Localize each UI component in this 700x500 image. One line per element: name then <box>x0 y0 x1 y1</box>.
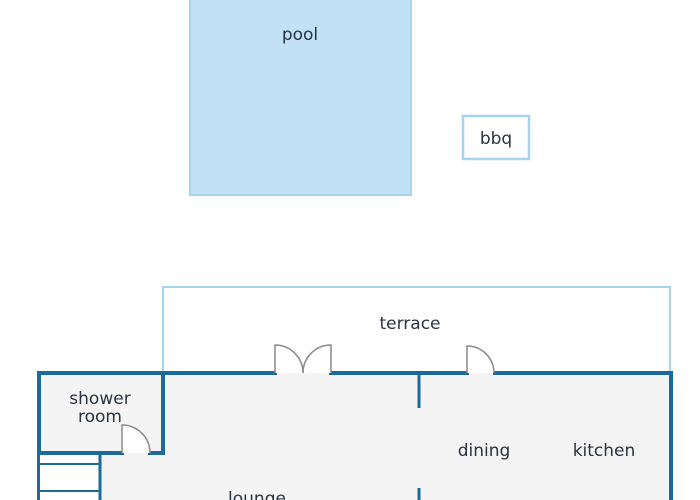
kitchen-terrace-door <box>466 345 495 374</box>
dining-label: dining <box>458 441 511 461</box>
terrace-label: terrace <box>379 314 440 334</box>
bbq-area <box>461 114 531 161</box>
lounge-label: lounge <box>228 489 286 500</box>
terrace-double-door <box>274 344 332 374</box>
shower-room-door <box>121 424 151 454</box>
pool-label: pool <box>282 25 318 45</box>
pool-area <box>189 0 412 196</box>
shower-room-label-line1: shower <box>69 389 130 409</box>
house-walls <box>37 371 673 500</box>
staircase <box>39 455 102 500</box>
shower-room-label-line2: room <box>78 407 122 427</box>
kitchen-label: kitchen <box>573 441 636 461</box>
bbq-label: bbq <box>480 129 512 149</box>
shower-room-walls <box>37 371 165 455</box>
